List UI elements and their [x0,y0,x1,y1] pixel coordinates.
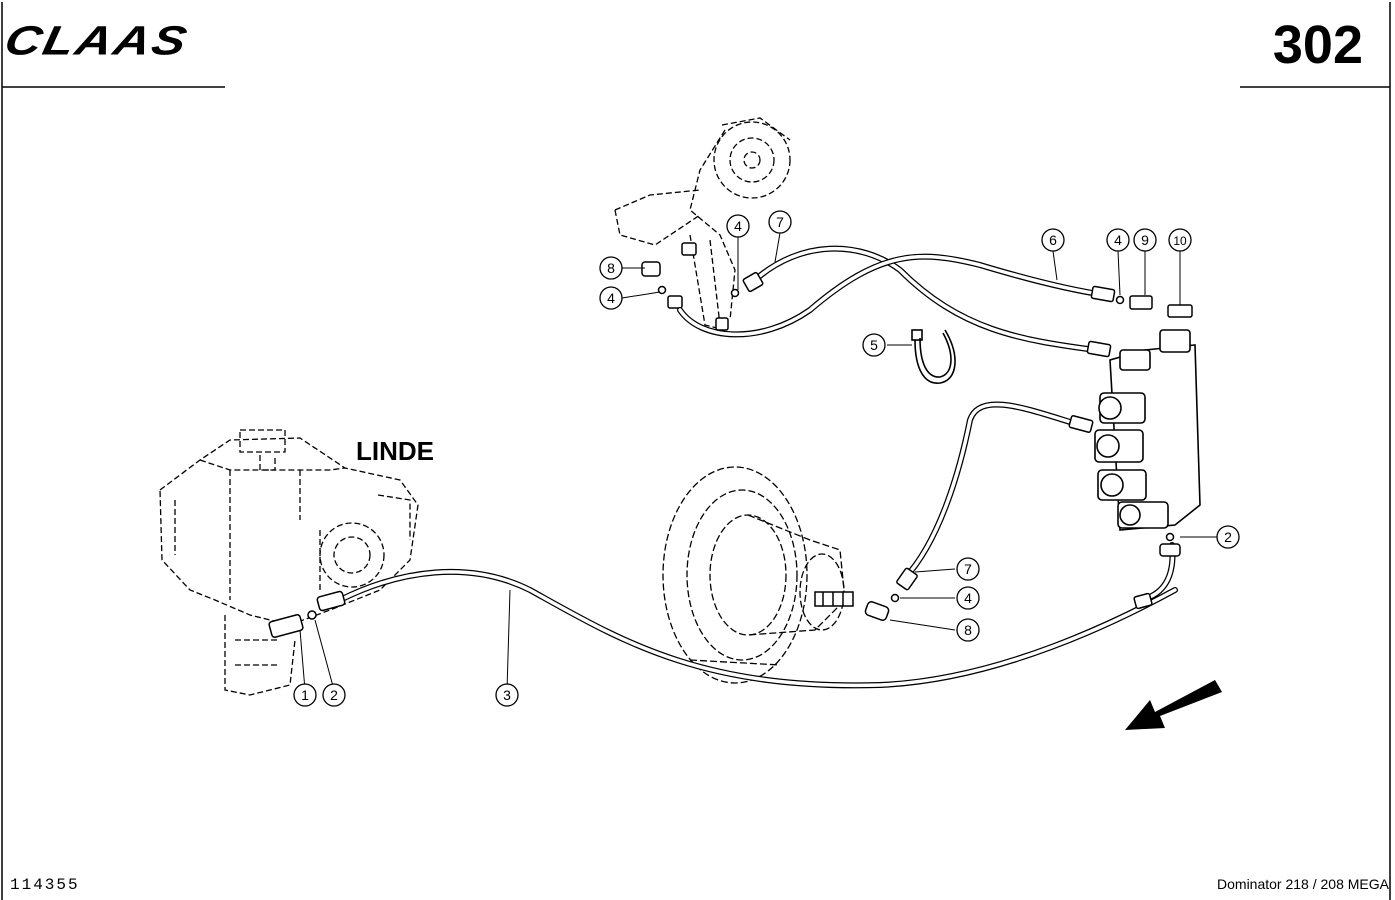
callout-4-lower: 4 [956,586,980,610]
hoses [337,245,1178,689]
svg-text:4: 4 [607,290,615,306]
svg-text:8: 8 [964,622,972,638]
hose-fittings [268,271,1193,638]
callout-4-upper-mid: 4 [726,214,750,238]
callout-10: 10 [1168,228,1192,252]
callout-7-lower: 7 [956,557,980,581]
svg-text:1: 1 [301,687,309,703]
upper-fittings [641,242,740,331]
callout-9: 9 [1133,228,1157,252]
svg-text:2: 2 [330,687,338,703]
direction-arrow-icon [1125,680,1222,730]
callout-3: 3 [495,683,519,707]
svg-text:5: 5 [870,337,878,353]
svg-text:8: 8 [607,260,615,276]
wheel-hub [662,466,846,684]
callout-4-upper-right: 4 [1106,228,1130,252]
svg-text:7: 7 [964,561,972,577]
svg-text:7: 7 [776,214,784,230]
svg-text:4: 4 [1114,232,1122,248]
svg-text:4: 4 [734,218,742,234]
callout-8-lower: 8 [956,618,980,642]
claas-logo: CLAAS [0,17,193,64]
callout-8-upper: 8 [599,256,623,280]
svg-text:9: 9 [1141,232,1149,248]
model-name: Dominator 218 / 208 MEGA [1217,876,1389,892]
document-number: 114355 [10,876,80,894]
upper-motor-assembly [614,117,791,331]
callout-6: 6 [1041,228,1065,252]
callouts: 1 2 3 4 4 4 5 6 7 7 8 8 9 10 2 4 [293,210,1240,707]
svg-text:4: 4 [964,590,972,606]
svg-text:10: 10 [1173,234,1187,248]
callout-1: 1 [293,683,317,707]
leader-lines [299,232,1228,691]
valve-block [1094,329,1201,531]
callout-4-upper-left: 4 [599,286,623,310]
callout-7-upper: 7 [768,210,792,234]
linde-pump [159,429,419,696]
svg-text:6: 6 [1049,232,1057,248]
hose-clamp [911,329,956,384]
pump-brand-label: LINDE [356,436,434,466]
page-number: 302 [1272,15,1363,75]
callout-2-left: 2 [322,683,346,707]
hub-fitting [814,591,854,607]
callout-5: 5 [862,333,886,357]
svg-text:3: 3 [503,687,511,703]
callout-2-right: 2 [1216,525,1240,549]
svg-text:2: 2 [1224,529,1232,545]
